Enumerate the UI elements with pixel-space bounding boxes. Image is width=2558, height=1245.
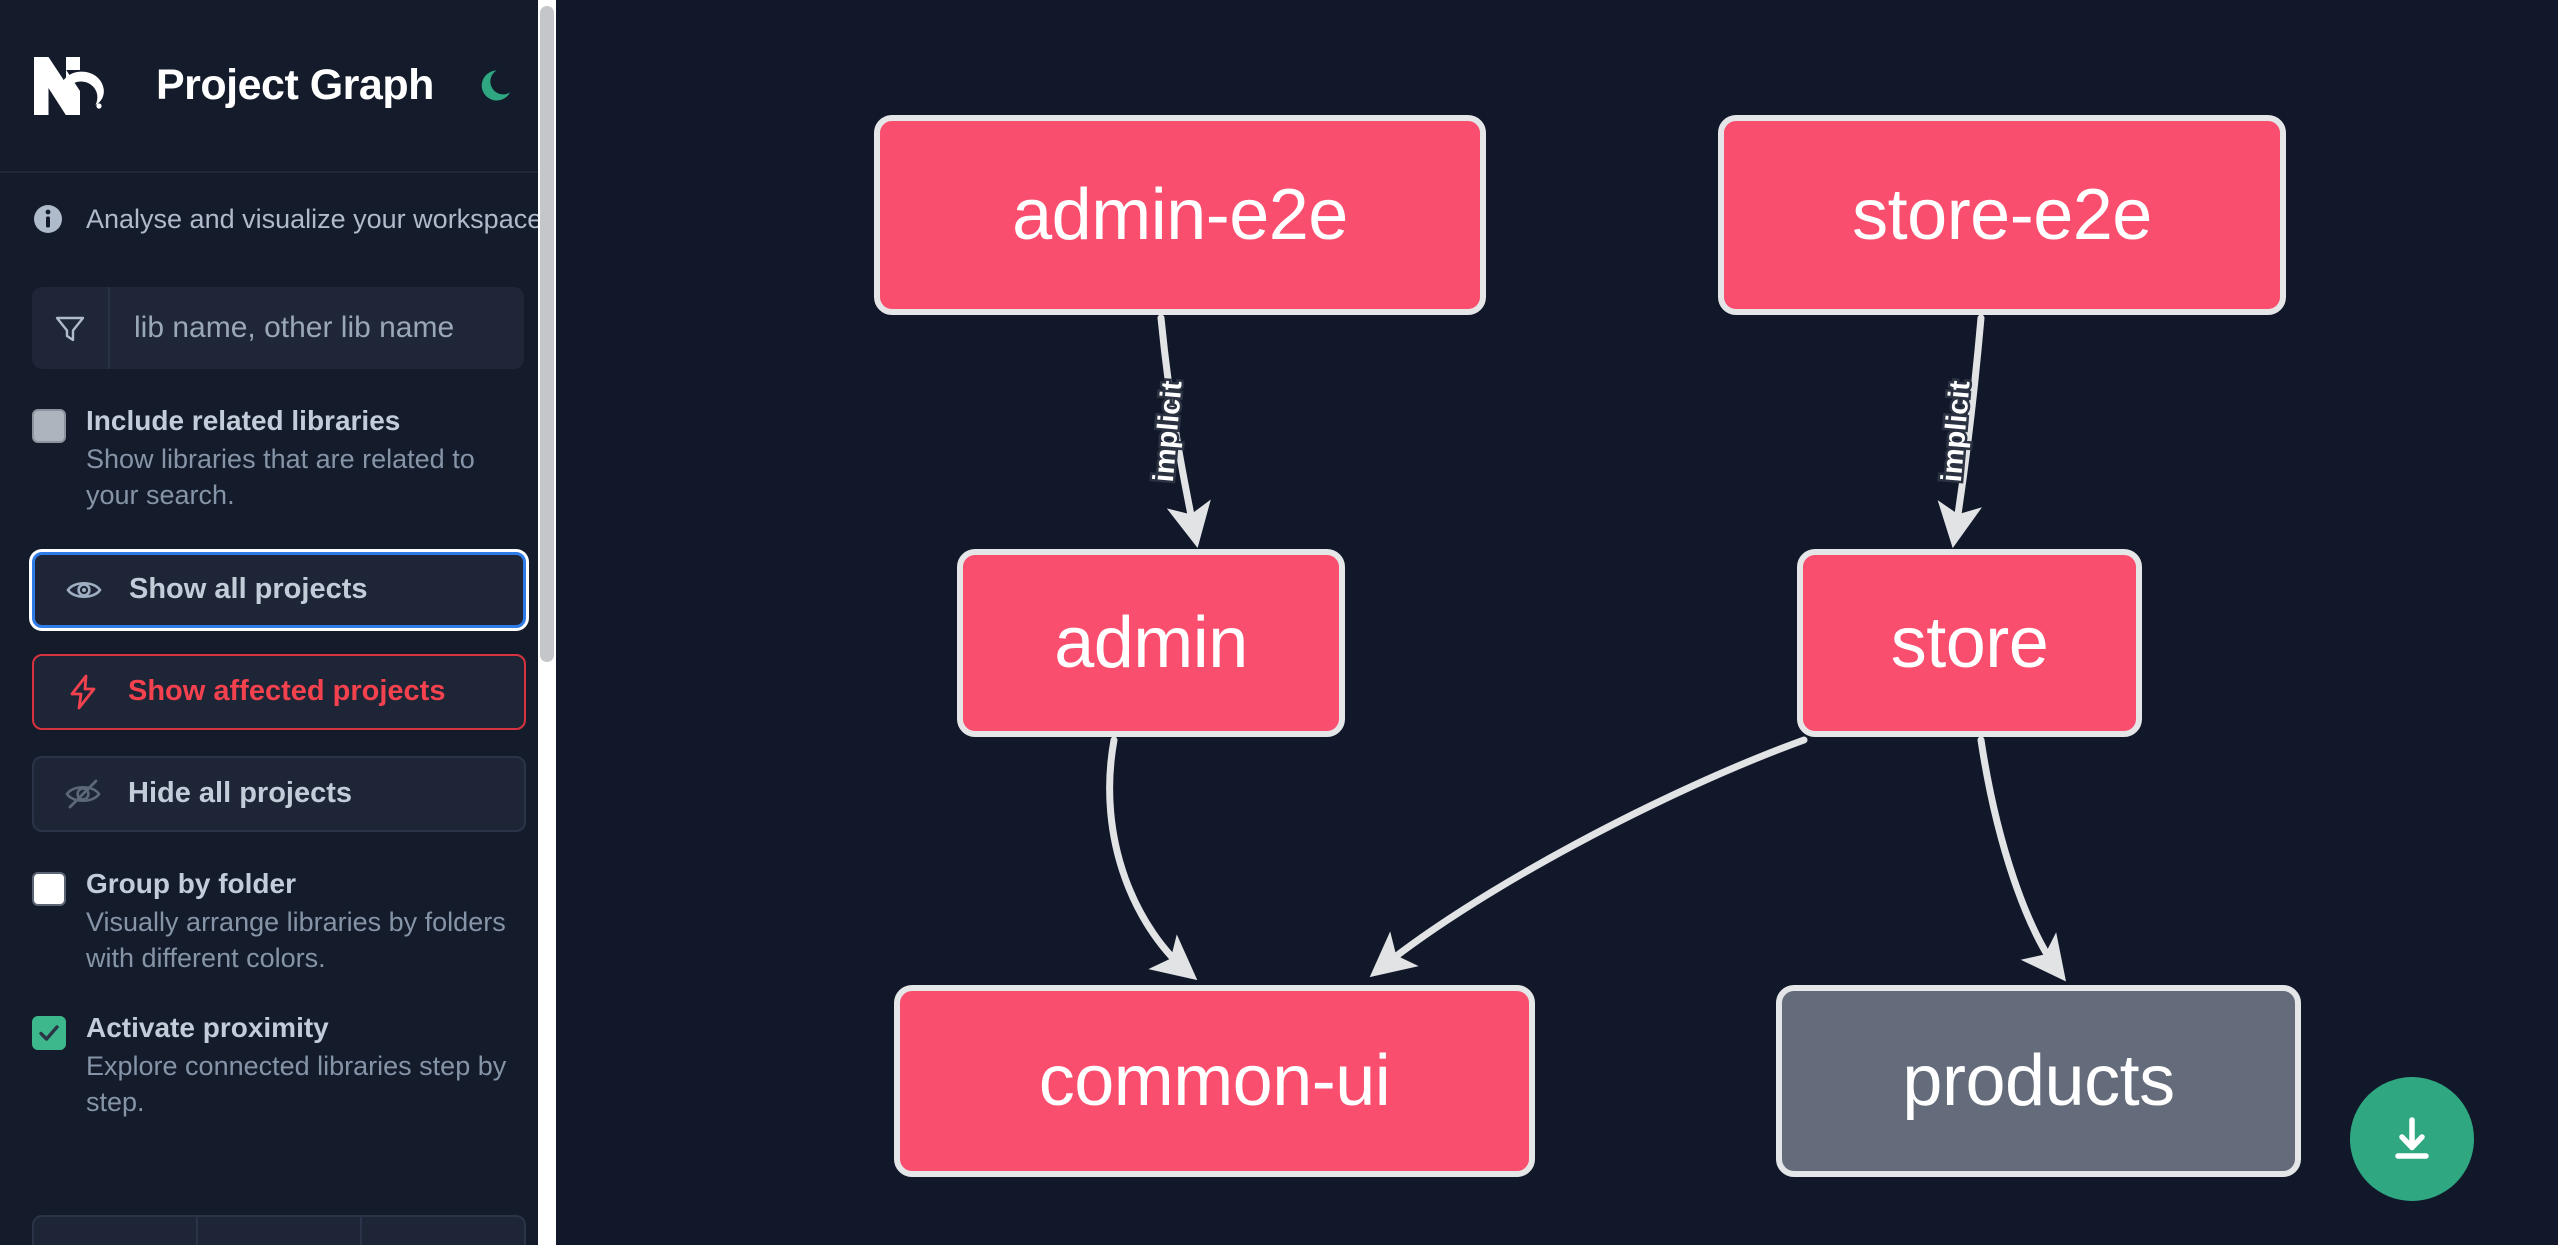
- graph-node-store-e2e[interactable]: store-e2e: [1718, 115, 2286, 315]
- graph-edges: [1106, 314, 2067, 982]
- option-label: Activate proximity: [86, 1012, 329, 1044]
- graph-node-products[interactable]: products: [1776, 985, 2301, 1177]
- sidebar-body: Analyse and visualize your workspace. In…: [0, 173, 556, 1245]
- moon-icon[interactable]: [478, 65, 520, 107]
- option-activate-proximity[interactable]: Activate proximity Explore connected lib…: [32, 1012, 524, 1121]
- option-description: Show libraries that are related to your …: [86, 444, 475, 511]
- button-label: Show all projects: [129, 573, 368, 606]
- eye-off-icon: [64, 775, 102, 813]
- tagline-text: Analyse and visualize your workspace.: [86, 203, 550, 234]
- tagline: Analyse and visualize your workspace.: [32, 173, 550, 265]
- edge-store-to-products[interactable]: [1977, 736, 2067, 982]
- edge-store-e2e-to-store[interactable]: [1937, 314, 1985, 549]
- option-include-related-libraries[interactable]: Include related libraries Show libraries…: [32, 405, 524, 514]
- segmented-control-partial[interactable]: [32, 1215, 526, 1245]
- graph-action-buttons: Show all projects Show affected projects: [32, 551, 526, 832]
- nx-logo-icon: [32, 55, 116, 117]
- eye-icon: [65, 571, 103, 609]
- search-input[interactable]: [110, 287, 524, 369]
- page-title: Project Graph: [156, 61, 434, 109]
- sidebar-scrollbar-track[interactable]: [538, 0, 556, 1245]
- show-all-projects-button[interactable]: Show all projects: [32, 551, 526, 628]
- checkbox-activate-proximity[interactable]: [32, 1016, 66, 1051]
- graph-node-admin-e2e[interactable]: admin-e2e: [874, 115, 1486, 315]
- checkbox-include-related-libraries[interactable]: [32, 409, 66, 443]
- graph-canvas[interactable]: admin-e2e store-e2e admin store common-u…: [576, 0, 2558, 1245]
- edge-admin-e2e-to-admin[interactable]: [1157, 314, 1211, 549]
- button-label: Hide all projects: [128, 777, 353, 810]
- edge-store-to-common-ui[interactable]: [1369, 736, 1808, 978]
- lightning-bolt-icon: [64, 673, 102, 711]
- checkbox-group-by-folder[interactable]: [32, 871, 66, 906]
- option-description: Visually arrange libraries by folders wi…: [86, 906, 506, 973]
- graph-node-admin[interactable]: admin: [957, 549, 1345, 737]
- info-icon: [32, 203, 64, 235]
- option-description: Explore connected libraries step by step…: [86, 1051, 507, 1118]
- hide-all-projects-button[interactable]: Hide all projects: [32, 755, 526, 832]
- sidebar-scrollbar-thumb[interactable]: [540, 6, 554, 662]
- download-graph-button[interactable]: [2350, 1077, 2474, 1201]
- button-label: Show affected projects: [128, 675, 446, 708]
- edge-admin-to-common-ui[interactable]: [1106, 736, 1198, 981]
- show-affected-projects-button[interactable]: Show affected projects: [32, 653, 526, 730]
- sidebar: Project Graph Analyse and visualize your…: [0, 0, 556, 1245]
- sidebar-header: Project Graph: [0, 0, 556, 173]
- option-label: Include related libraries: [86, 405, 401, 436]
- option-label: Group by folder: [86, 867, 296, 899]
- option-group-by-folder[interactable]: Group by folder Visually arrange librari…: [32, 868, 524, 977]
- download-icon: [2395, 1117, 2429, 1159]
- segment-2[interactable]: [198, 1217, 362, 1245]
- funnel-icon: [32, 287, 110, 369]
- search-field[interactable]: [32, 287, 524, 369]
- segment-3[interactable]: [362, 1217, 524, 1245]
- graph-node-common-ui[interactable]: common-ui: [894, 985, 1535, 1177]
- graph-node-store[interactable]: store: [1797, 549, 2142, 737]
- segment-1[interactable]: [34, 1217, 198, 1245]
